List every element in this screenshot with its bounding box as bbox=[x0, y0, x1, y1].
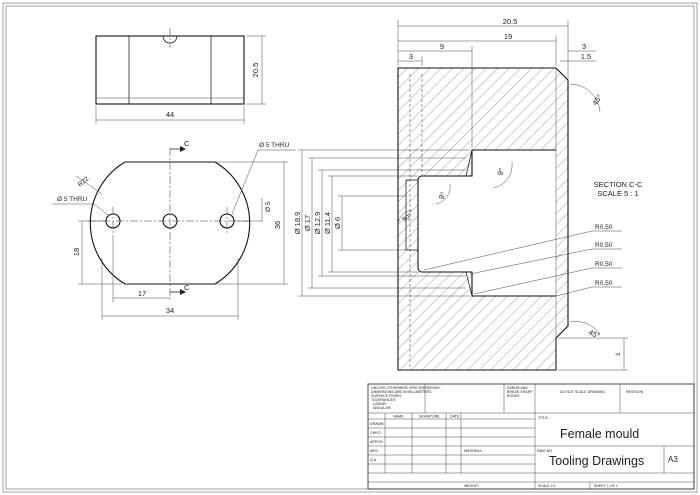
length-9-dim: 9 bbox=[440, 42, 444, 51]
diameter-4-dim: Ø 11.4 bbox=[323, 212, 332, 234]
pitch-dim: 17 bbox=[138, 289, 146, 298]
title-block: UNLESS OTHERWISE SPECIFIED: DIMENSIONS A… bbox=[367, 383, 695, 490]
unless-note-3: SURFACE FINISH: bbox=[371, 394, 402, 398]
overall-length-dim: 20.5 bbox=[503, 17, 518, 26]
diameter-3-dim: Ø 12.9 bbox=[313, 212, 322, 235]
radius-2-dim: R0.50 bbox=[595, 242, 613, 249]
small-1-dim: 1 bbox=[615, 352, 622, 356]
front-width-dim: 34 bbox=[166, 306, 174, 315]
chamfer-top-dim: 45° bbox=[590, 93, 604, 107]
section-scale-label: SCALE 5 : 1 bbox=[597, 189, 638, 198]
col-name: NAME bbox=[393, 415, 404, 419]
row-checked: CHK'D bbox=[370, 431, 381, 435]
deburr-note-3: EDGES bbox=[507, 394, 520, 398]
drawing-title: Female mould bbox=[560, 427, 639, 441]
row-drawn: DRAWN bbox=[370, 422, 384, 426]
hole-right-dim: Ø 5 bbox=[265, 201, 272, 212]
hole-height-dim: 18 bbox=[72, 248, 81, 256]
length-3-right-dim: 3 bbox=[582, 42, 586, 51]
length-1-5-dim: 1.5 bbox=[581, 52, 591, 61]
chamfer-bottom-dim: 45° bbox=[587, 328, 601, 341]
front-height-dim: 36 bbox=[273, 221, 282, 229]
section-label: SECTION C-C bbox=[594, 180, 643, 189]
radius-1-dim: R0.50 bbox=[595, 224, 613, 231]
col-signature: SIGNATURE bbox=[419, 415, 440, 419]
row-mfg: MFG bbox=[370, 449, 378, 453]
radius-dim: R22 bbox=[77, 175, 91, 188]
section-view: 20.5 19 9 3 3 1.5 45° 45° 9° 9° 90° Ø 18… bbox=[293, 17, 643, 371]
length-3-left-dim: 3 bbox=[409, 52, 413, 61]
row-qa: Q.A bbox=[370, 458, 377, 462]
col-date: DATE bbox=[450, 415, 460, 419]
front-view: C C R22 Ø 5 THRU Ø 5 THRU Ø 5 36 18 17 bbox=[52, 139, 296, 320]
unless-note-4: TOLERANCES: bbox=[371, 398, 396, 402]
dwg-no-label: DWG NO. bbox=[537, 449, 553, 453]
draft-lower-dim: 9° bbox=[437, 191, 448, 201]
diameter-1-dim: Ø 18.9 bbox=[293, 212, 302, 235]
deburr-note-1: DEBUR AND bbox=[507, 386, 528, 390]
section-marker-top: C bbox=[184, 139, 190, 148]
dwg-no: Tooling Drawings bbox=[549, 454, 644, 468]
length-19-dim: 19 bbox=[504, 32, 512, 41]
sheet-label: SHEET 1 OF 1 bbox=[594, 484, 618, 488]
finish-label: FINISH: bbox=[428, 386, 441, 390]
top-height-dim: 20.5 bbox=[251, 63, 260, 78]
top-view: 44 20.5 bbox=[95, 28, 266, 124]
material-label: MATERIAL: bbox=[464, 449, 483, 453]
do-not-scale: DO NOT SCALE DRAWING bbox=[560, 390, 605, 394]
diameter-5-dim: Ø 6 bbox=[333, 217, 342, 229]
section-marker-bottom: C bbox=[184, 283, 190, 292]
weight-label: WEIGHT: bbox=[464, 484, 479, 488]
diameter-2-dim: Ø 17 bbox=[303, 215, 312, 231]
sheet-size: A3 bbox=[668, 455, 678, 464]
unless-note-5: LINEAR: bbox=[373, 402, 387, 406]
section-hatch bbox=[398, 68, 568, 370]
row-approved: APPV'D bbox=[370, 440, 383, 444]
top-width-dim: 44 bbox=[166, 110, 174, 119]
radius-3-dim: R0.50 bbox=[595, 261, 613, 268]
unless-note-2: DIMENSIONS ARE IN MILLIMETERS bbox=[371, 390, 432, 394]
title-label: TITLE: bbox=[538, 416, 549, 420]
sheet-inner-border bbox=[5, 5, 695, 490]
hole-top-dim: Ø 5 THRU bbox=[259, 142, 290, 149]
front-view-outline bbox=[89, 161, 251, 285]
unless-note-6: ANGULAR: bbox=[373, 406, 391, 410]
hole-left-dim: Ø 5 THRU bbox=[57, 196, 88, 203]
section-outline bbox=[397, 67, 569, 371]
scale-label: SCALE:2:1 bbox=[538, 484, 556, 488]
unless-note-1: UNLESS OTHERWISE SPECIFIED: bbox=[371, 386, 429, 390]
draft-upper-dim: 9° bbox=[495, 167, 506, 177]
deburr-note-2: BREAK SHARP bbox=[507, 390, 533, 394]
radius-4-dim: R0.50 bbox=[595, 280, 613, 287]
revision-label: REVISION bbox=[626, 390, 644, 394]
